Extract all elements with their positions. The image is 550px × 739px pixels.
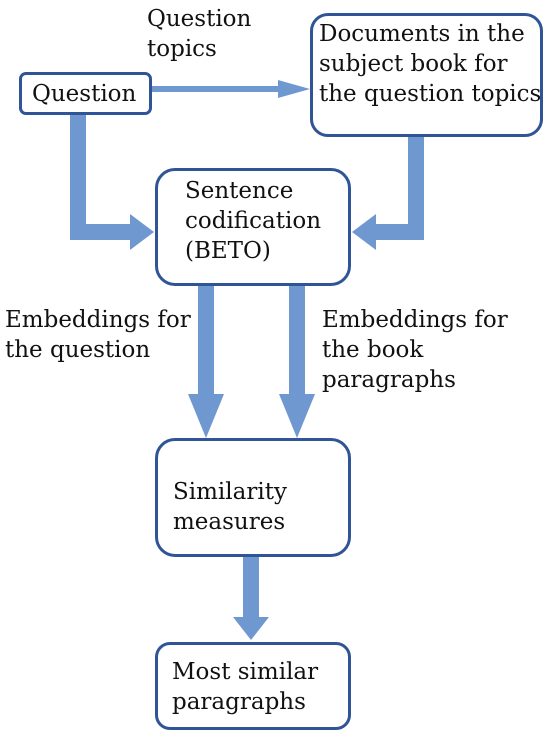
embeddings-question-line-2: the question: [5, 337, 151, 363]
arrow-question-to-codification: [70, 112, 154, 250]
arrow-documents-to-codification: [352, 136, 424, 250]
question-box: Question: [19, 72, 152, 115]
codification-line-3: (BETO): [185, 238, 271, 264]
codification-line-2: codification: [185, 208, 322, 234]
similarity-line-2: measures: [173, 509, 286, 535]
most-similar-box: Most similar paragraphs: [155, 642, 351, 730]
most-similar-line-1: Most similar: [172, 659, 319, 685]
question-topics-line-2: topics: [147, 36, 217, 62]
question-topics-line-1: Question: [147, 6, 252, 32]
codification-line-1: Sentence: [185, 178, 294, 204]
sentence-codification-label: Sentence codification (BETO): [185, 176, 321, 266]
embeddings-book-line-3: paragraphs: [322, 367, 456, 393]
question-box-label: Question: [32, 81, 137, 107]
documents-line-1: Documents in the: [319, 21, 525, 47]
similarity-line-1: Similarity: [173, 479, 287, 505]
most-similar-label: Most similar paragraphs: [172, 657, 318, 717]
sentence-codification-box: Sentence codification (BETO): [155, 168, 351, 286]
edge-label-embeddings-book: Embeddings for the book paragraphs: [322, 305, 508, 395]
documents-box-label: Documents in the subject book for the qu…: [319, 19, 541, 109]
arrow-embeddings-book: [279, 286, 315, 438]
arrow-question-to-documents: [152, 80, 310, 98]
edge-label-question-topics: Question topics: [147, 4, 251, 64]
documents-line-3: the question topics: [319, 81, 542, 107]
edge-label-embeddings-question: Embeddings for the question: [5, 305, 191, 365]
documents-line-2: subject book for: [319, 51, 508, 77]
embeddings-question-line-1: Embeddings for: [5, 307, 191, 333]
most-similar-line-2: paragraphs: [172, 689, 306, 715]
arrow-embeddings-question: [188, 286, 224, 438]
similarity-label: Similarity measures: [173, 477, 287, 537]
arrow-similarity-to-most-similar: [233, 557, 269, 640]
similarity-box: Similarity measures: [155, 438, 351, 557]
documents-box: Documents in the subject book for the qu…: [310, 13, 543, 137]
embeddings-book-line-1: Embeddings for: [322, 307, 508, 333]
embeddings-book-line-2: the book: [322, 337, 424, 363]
